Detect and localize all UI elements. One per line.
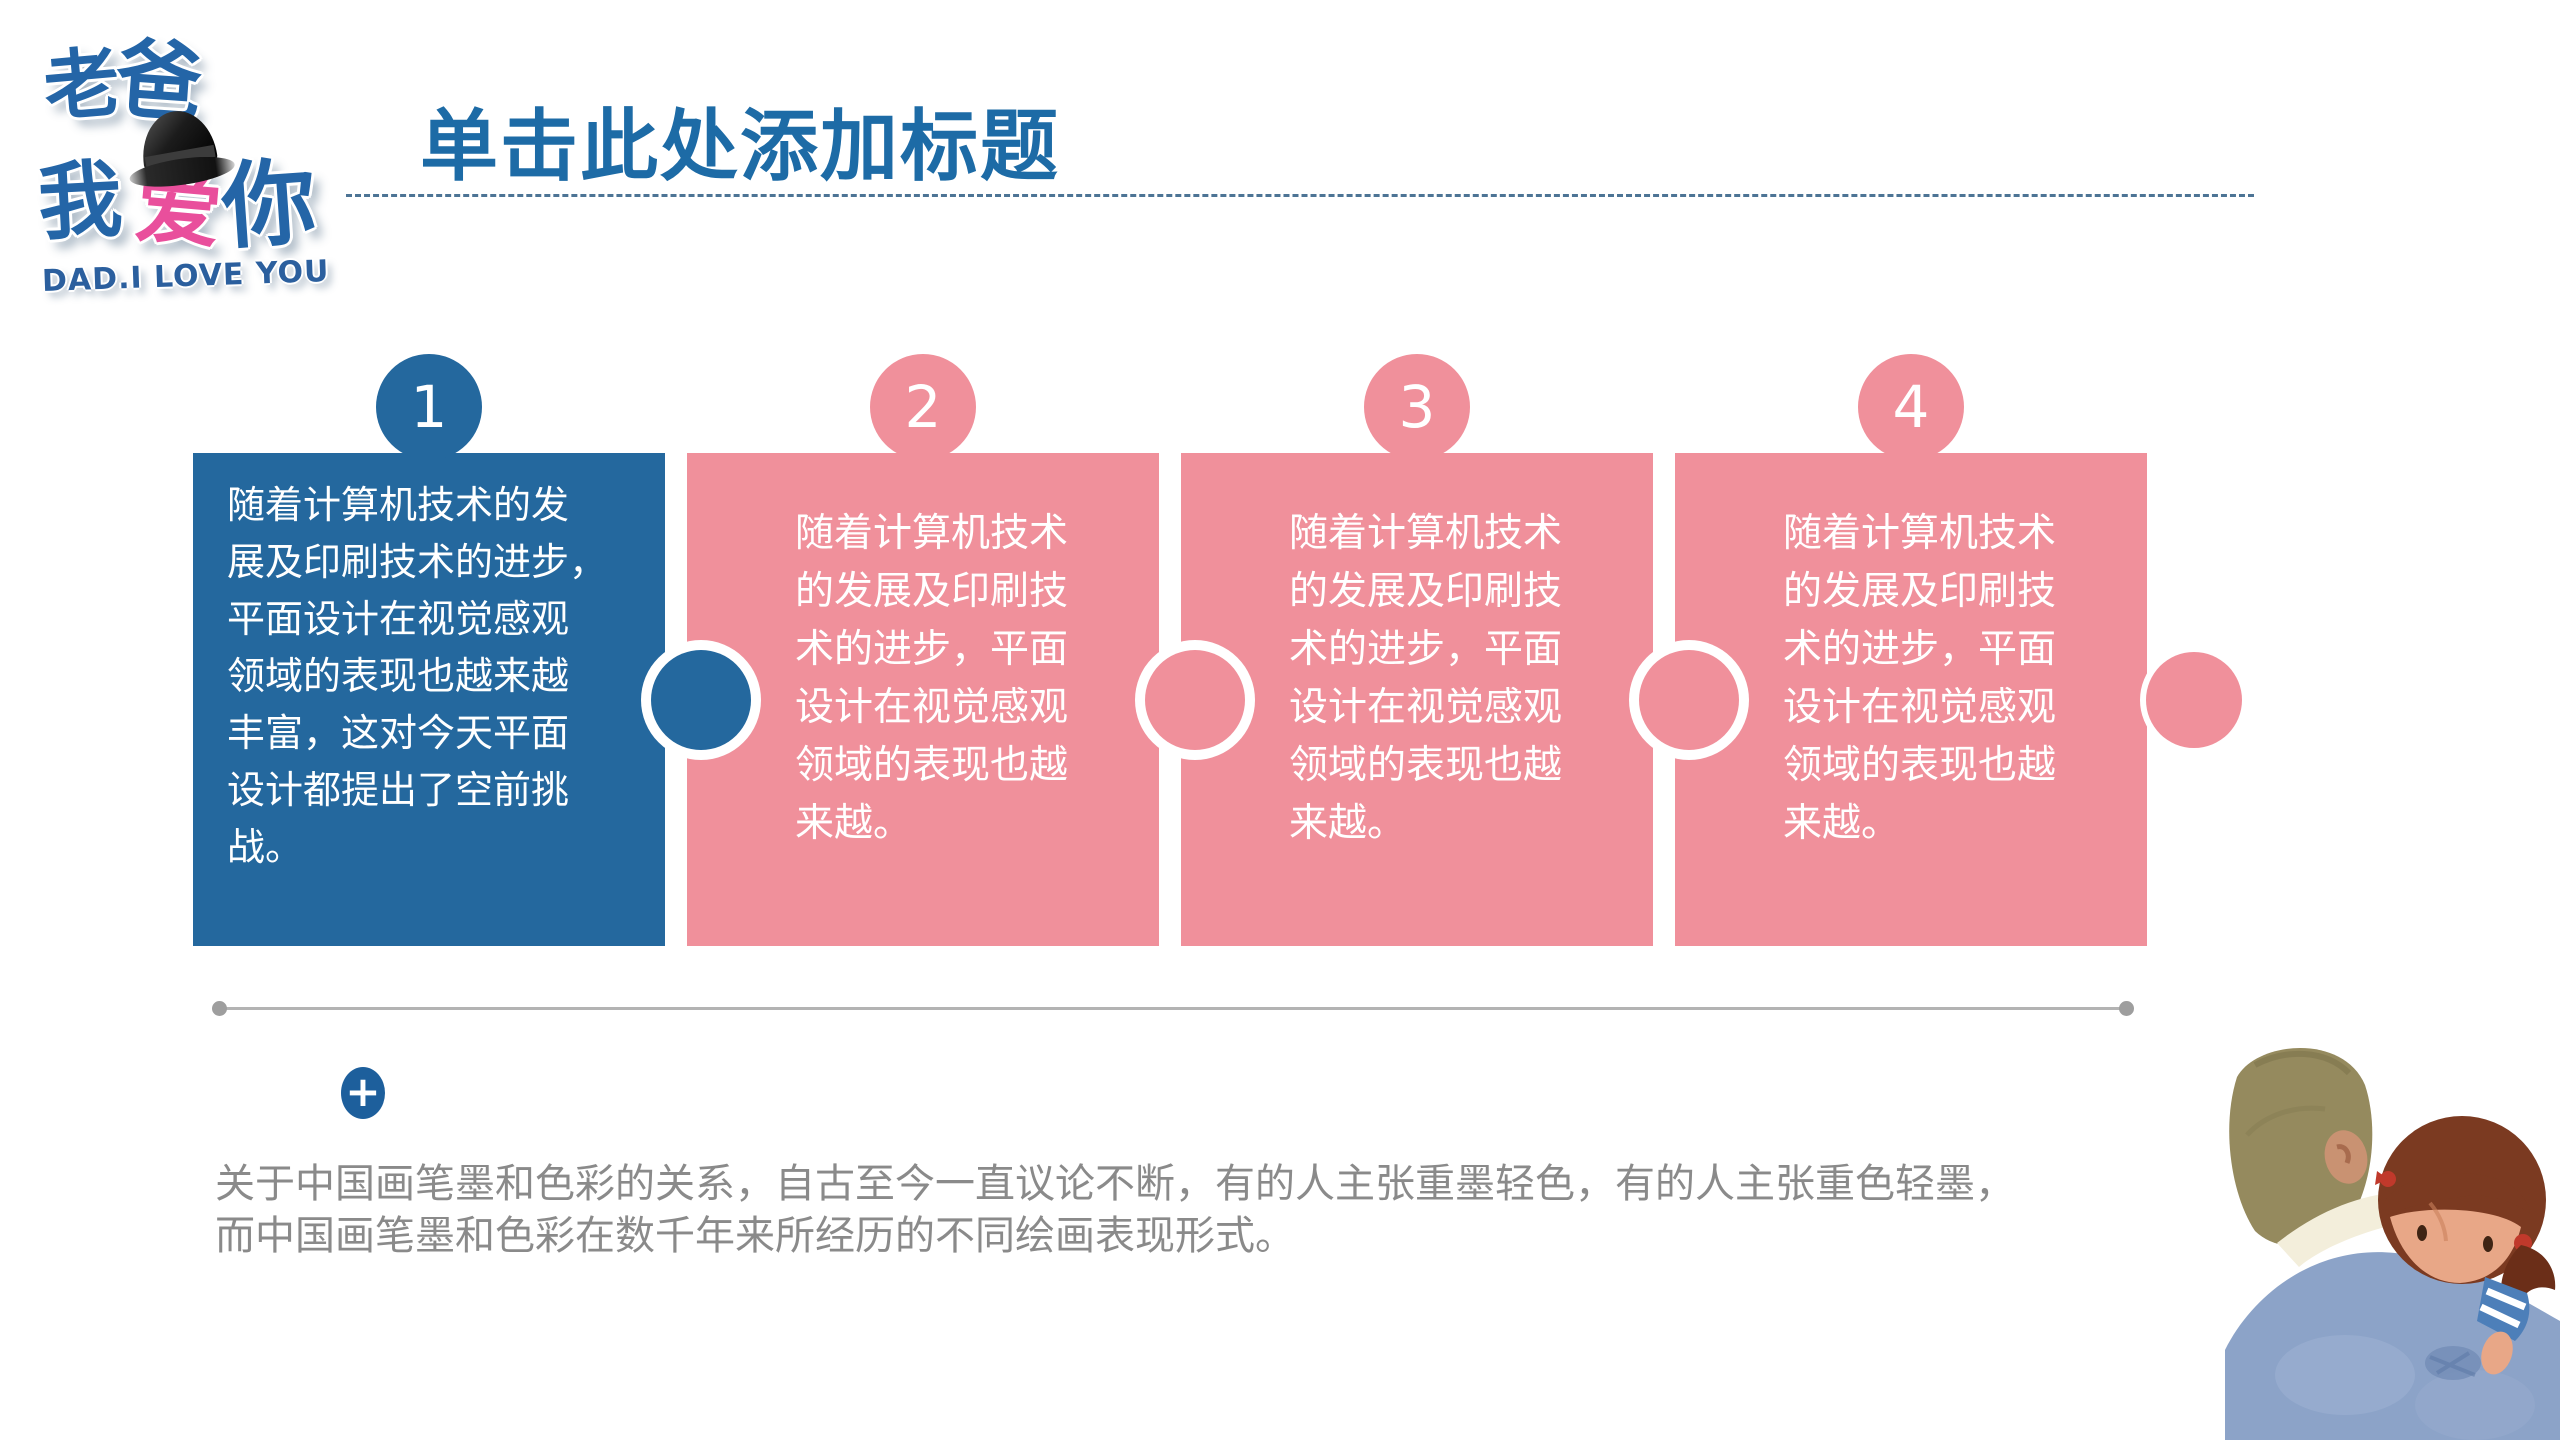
divider-dot-right xyxy=(2119,1001,2134,1016)
title-dashed-rule xyxy=(346,194,2254,197)
step-number-badge-2: 2 xyxy=(870,354,976,460)
puzzle-piece-1: 1 随着计算机技术的发 展及印刷技术的进步， 平面设计在视觉感观 领域的表现也越… xyxy=(193,354,665,946)
puzzle-tab-4-end xyxy=(2146,652,2242,748)
puzzle-tab-2-3 xyxy=(1145,650,1245,750)
puzzle-piece-3: 3 随着计算机技术 的发展及印刷技 术的进步，平面 设计在视觉感观 领域的表现也… xyxy=(1181,354,1653,946)
dad-i-love-you-logo: 老 爸 我 爱 你 DAD.I LOVE YOU xyxy=(30,29,370,320)
father-child-illustration xyxy=(2225,1048,2560,1440)
puzzle-piece-4: 4 随着计算机技术 的发展及印刷技 术的进步，平面 设计在视觉感观 领域的表现也… xyxy=(1675,354,2147,946)
step-number-badge-3: 3 xyxy=(1364,354,1470,460)
logo-char-lao: 老 xyxy=(40,36,124,133)
divider-dot-left xyxy=(212,1001,227,1016)
plus-button[interactable]: + xyxy=(341,1067,385,1119)
bowler-hat-icon xyxy=(121,104,237,194)
section-divider-line xyxy=(219,1007,2126,1010)
step-number-badge-1: 1 xyxy=(376,354,482,460)
slide-title-placeholder[interactable]: 单击此处添加标题 xyxy=(420,102,1061,192)
logo-subtitle: DAD.I LOVE YOU xyxy=(41,253,330,300)
puzzle-piece-2-text: 随着计算机技术 的发展及印刷技 术的进步，平面 设计在视觉感观 领域的表现也越 … xyxy=(795,511,1069,846)
step-number-badge-4: 4 xyxy=(1858,354,1964,460)
puzzle-piece-2: 2 随着计算机技术 的发展及印刷技 术的进步，平面 设计在视觉感观 领域的表现也… xyxy=(687,354,1159,946)
puzzle-piece-4-text: 随着计算机技术 的发展及印刷技 术的进步，平面 设计在视觉感观 领域的表现也越 … xyxy=(1783,511,2057,846)
puzzle-tab-1-2 xyxy=(651,650,751,750)
puzzle-tab-3-4 xyxy=(1639,650,1739,750)
puzzle-piece-1-text: 随着计算机技术的发 展及印刷技术的进步， 平面设计在视觉感观 领域的表现也越来越… xyxy=(227,483,608,869)
puzzle-piece-3-text: 随着计算机技术 的发展及印刷技 术的进步，平面 设计在视觉感观 领域的表现也越 … xyxy=(1289,511,1563,846)
logo-char-wo: 我 xyxy=(35,149,125,253)
footer-paragraph: 关于中国画笔墨和色彩的关系，自古至今一直议论不断，有的人主张重墨轻色，有的人主张… xyxy=(215,1161,2015,1259)
